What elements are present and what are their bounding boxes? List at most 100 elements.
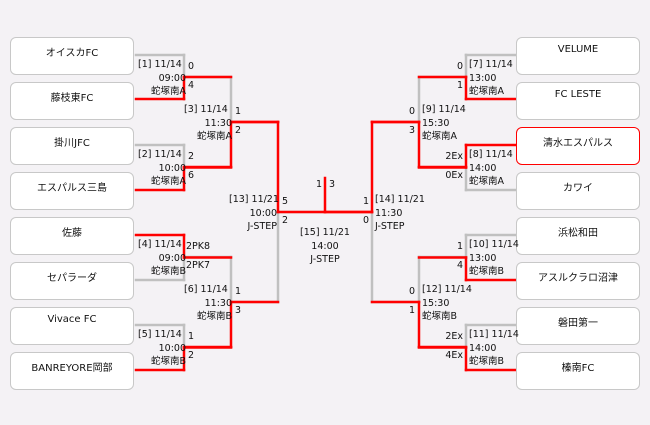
team-name: 清水エスパルス bbox=[543, 138, 613, 149]
team-name: 磐田第一 bbox=[558, 318, 598, 329]
team-name: エスパルス三島 bbox=[37, 183, 107, 194]
match-venue: 蛇塚南B bbox=[150, 266, 186, 277]
match-time: 14:00 bbox=[311, 240, 339, 252]
match-score: 4Ex bbox=[445, 350, 463, 361]
team-name: BANREYORE岡部 bbox=[31, 363, 113, 374]
match-time: 09:00 bbox=[158, 72, 186, 84]
match-venue: 蛇塚南A bbox=[422, 131, 457, 142]
team-name: 榛南FC bbox=[561, 363, 595, 374]
match-venue: 蛇塚南B bbox=[196, 311, 232, 322]
match-info: [4] 11/14 09:00 蛇塚南B bbox=[138, 238, 186, 279]
team-box[interactable]: エスパルス三島 bbox=[10, 172, 134, 210]
team-box[interactable]: 浜松和田 bbox=[516, 217, 640, 255]
team-box[interactable]: カワイ bbox=[516, 172, 640, 210]
team-box[interactable]: FC LESTE bbox=[516, 82, 640, 120]
match-time: 11:30 bbox=[375, 207, 403, 219]
final-score: 1 bbox=[316, 179, 323, 190]
match-no: [9] 11/14 bbox=[422, 104, 466, 115]
match-time: 10:00 bbox=[249, 207, 277, 219]
match-score: 0 bbox=[188, 61, 195, 72]
match-venue: 蛇塚南A bbox=[469, 86, 504, 97]
match-venue: 蛇塚南A bbox=[197, 131, 232, 142]
match-score: 3 bbox=[408, 125, 415, 136]
match-no: [2] 11/14 bbox=[138, 149, 182, 160]
final-score: 3 bbox=[329, 179, 336, 190]
team-box[interactable]: 榛南FC bbox=[516, 352, 640, 390]
team-box[interactable]: 磐田第一 bbox=[516, 307, 640, 345]
match-score: 1 bbox=[456, 80, 463, 91]
match-score: 3 bbox=[235, 305, 242, 316]
match-score: 0 bbox=[362, 215, 369, 226]
match-time: 15:30 bbox=[422, 297, 450, 309]
match-no: [11] 11/14 bbox=[469, 329, 519, 340]
match-score: 2Ex bbox=[445, 331, 463, 342]
match-no: [10] 11/14 bbox=[469, 239, 519, 250]
team-name: カワイ bbox=[563, 183, 593, 194]
match-score: 0 bbox=[408, 286, 415, 297]
match-venue: 蛇塚南B bbox=[150, 356, 186, 367]
team-box[interactable]: BANREYORE岡部 bbox=[10, 352, 134, 390]
match-no: [12] 11/14 bbox=[422, 284, 472, 295]
match-time: 11:30 bbox=[204, 117, 232, 129]
match-info: [7] 11/14 13:00 蛇塚南A bbox=[469, 58, 517, 99]
team-box[interactable]: セパラーダ bbox=[10, 262, 134, 300]
match-info: [1] 11/14 09:00 蛇塚南A bbox=[138, 58, 186, 99]
match-venue: 蛇塚南A bbox=[151, 176, 186, 187]
match-no: [6] 11/14 bbox=[184, 284, 228, 295]
match-no: [3] 11/14 bbox=[184, 104, 228, 115]
match-no: [14] 11/21 bbox=[375, 194, 425, 205]
team-box[interactable]: 藤枝東FC bbox=[10, 82, 134, 120]
match-score: 1 bbox=[235, 286, 242, 297]
match-score: 2PK7 bbox=[186, 260, 211, 271]
team-name: 佐藤 bbox=[62, 228, 82, 239]
champion-team-box[interactable]: 清水エスパルス bbox=[516, 127, 640, 165]
match-score: 2PK8 bbox=[186, 241, 211, 252]
match-score: 2 bbox=[235, 125, 242, 136]
match-info: [3] 11/14 11:30 蛇塚南A bbox=[184, 103, 232, 144]
team-box[interactable]: VELUME bbox=[516, 37, 640, 75]
match-score: 6 bbox=[188, 170, 195, 181]
team-box[interactable]: 佐藤 bbox=[10, 217, 134, 255]
team-box[interactable]: Vivace FC bbox=[10, 307, 134, 345]
match-score: 2 bbox=[282, 215, 289, 226]
match-score: 1 bbox=[362, 196, 369, 207]
match-score: 2Ex bbox=[445, 151, 463, 162]
match-no: [7] 11/14 bbox=[469, 59, 513, 70]
match-venue: 蛇塚南A bbox=[469, 176, 504, 187]
match-time: 13:00 bbox=[469, 72, 497, 84]
match-score: 0 bbox=[456, 61, 463, 72]
match-score: 0 bbox=[408, 106, 415, 117]
match-venue: J-STEP bbox=[310, 254, 340, 265]
match-no: [4] 11/14 bbox=[138, 239, 182, 250]
team-box[interactable]: オイスカFC bbox=[10, 37, 134, 75]
team-box[interactable]: アスルクラロ沼津 bbox=[516, 262, 640, 300]
team-name: セパラーダ bbox=[47, 273, 97, 284]
match-score: 4 bbox=[188, 80, 195, 91]
team-name: Vivace FC bbox=[47, 314, 97, 325]
match-no: [1] 11/14 bbox=[138, 59, 182, 70]
match-venue: 蛇塚南B bbox=[469, 266, 505, 277]
match-score: 2 bbox=[188, 350, 195, 361]
match-venue: J-STEP bbox=[247, 221, 277, 232]
match-no: [8] 11/14 bbox=[469, 149, 513, 160]
match-score: 4 bbox=[456, 260, 463, 271]
match-info: [9] 11/14 15:30 蛇塚南A bbox=[422, 103, 470, 144]
match-no: [13] 11/21 bbox=[229, 194, 279, 205]
team-name: アスルクラロ沼津 bbox=[538, 273, 618, 284]
match-time: 15:30 bbox=[422, 117, 450, 129]
match-no: [15] 11/21 bbox=[300, 227, 350, 238]
match-score: 2 bbox=[188, 151, 195, 162]
match-venue: 蛇塚南A bbox=[151, 86, 186, 97]
match-score: 1 bbox=[408, 305, 415, 316]
match-score: 1 bbox=[235, 106, 242, 117]
match-time: 09:00 bbox=[158, 252, 186, 264]
team-box[interactable]: 掛川JFC bbox=[10, 127, 134, 165]
